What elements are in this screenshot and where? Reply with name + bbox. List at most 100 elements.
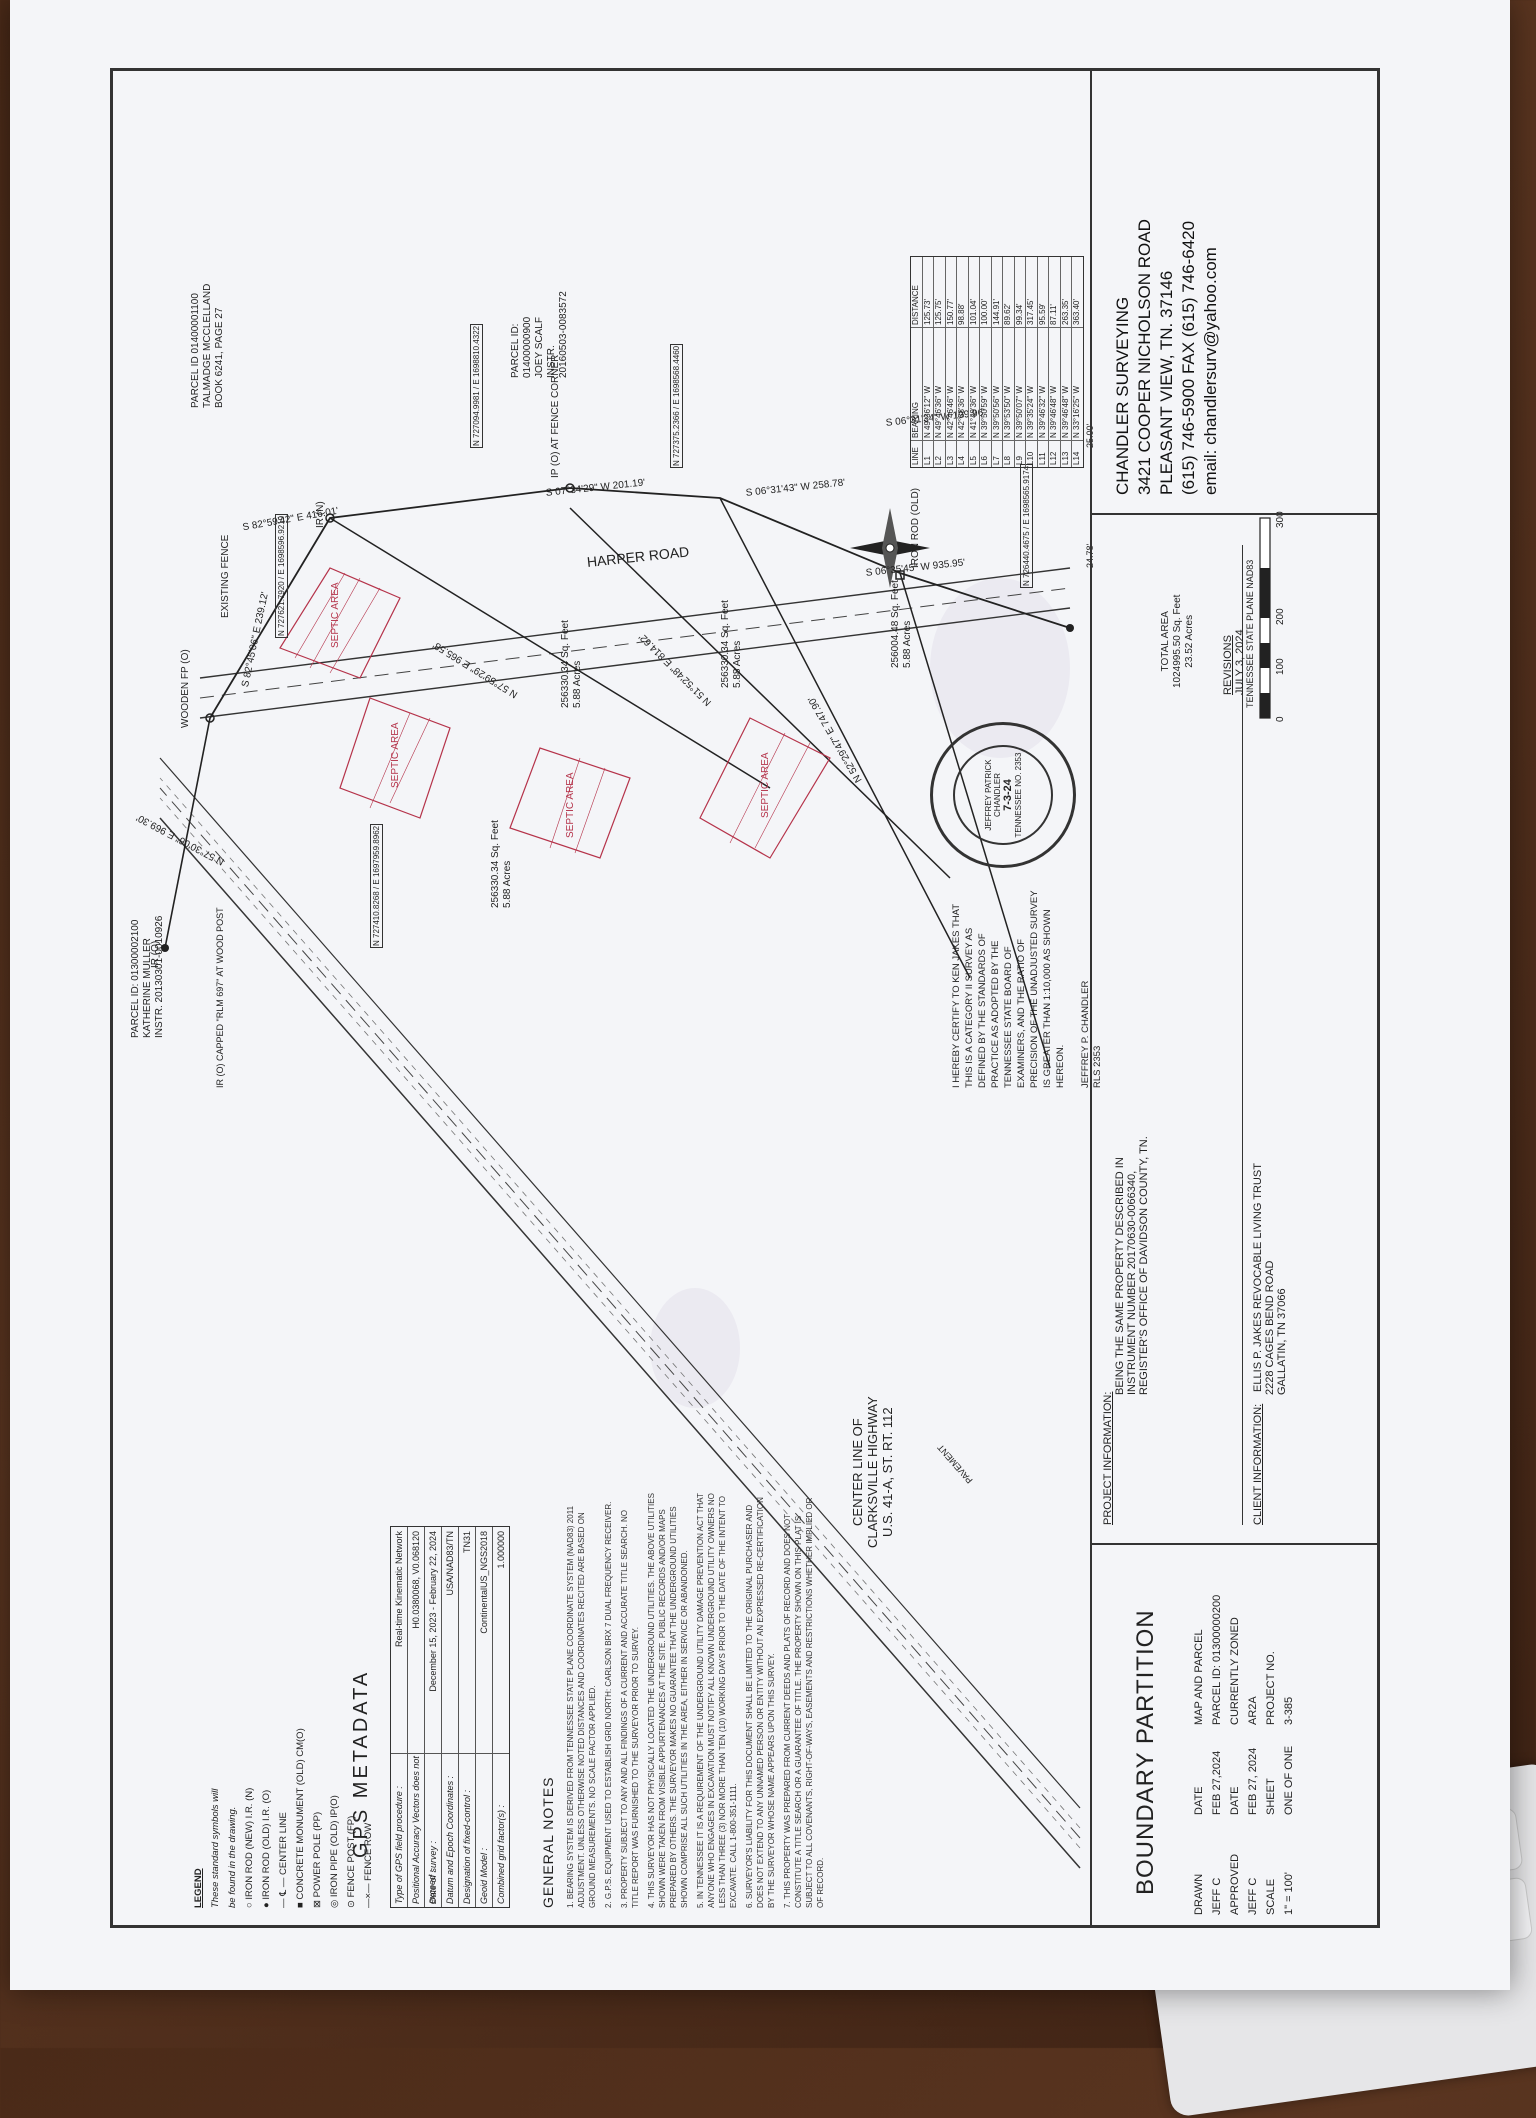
parcel-north-label: PARCEL ID: 01300002100 KATHERINE MULLER … <box>130 915 165 1038</box>
date-value: FEB 27, 2024 <box>1247 1747 1259 1815</box>
septic-area-1 <box>279 567 401 679</box>
scale-value: 1" = 100' <box>1283 1871 1295 1915</box>
company-info: CHANDLER SURVEYING 3421 COOPER NICHOLSON… <box>1112 75 1222 495</box>
septic-area-4 <box>699 717 831 859</box>
coordinate-box: N 727410.8268 / E 1697959.8962 <box>370 823 383 948</box>
project-no: 3-385 <box>1283 1696 1295 1725</box>
approved-label: APPROVED <box>1229 1853 1241 1915</box>
client-info: CLIENT INFORMATION: ELLIS P. JAKES REVOC… <box>1252 925 1288 1525</box>
fence-row-icon: —×— <box>363 1880 374 1908</box>
highway-label: CENTER LINE OF CLARKSVILLE HIGHWAY U.S. … <box>850 1396 895 1548</box>
highway-row-line <box>159 757 1081 1809</box>
project-no-label: PROJECT NO. <box>1265 1651 1277 1725</box>
highway-center-line <box>159 787 1081 1839</box>
legend-item: ⊠ POWER POLE (PP) <box>312 1811 323 1908</box>
revisions-date: JULY 3, 2024 <box>1234 629 1246 695</box>
coordinate-box: N 726440.4675 / E 1698565.9174 <box>1020 463 1033 588</box>
seal-center: JEFFREY PATRICK CHANDLER 7-3-24 TENNESSE… <box>953 745 1053 845</box>
iron-rod-marker <box>205 713 215 723</box>
iron-rod-marker <box>325 513 335 523</box>
note-3: 3. PROPERTY SUBJECT TO ANY AND ALL FINDI… <box>620 1509 640 1908</box>
legend: LEGEND These standard symbols will be fo… <box>190 1728 377 1908</box>
gps-row: Combined grid factor(s) :1.000000 <box>493 1527 509 1907</box>
scale-label: SCALE <box>1265 1878 1277 1915</box>
iron-rod-old-label: IRON ROD (OLD) <box>910 488 921 568</box>
sheet-details: DRAWN DATE MAP AND PARCEL JEFF C FEB 27,… <box>1192 1545 1296 1915</box>
iron-rod-marker <box>161 944 169 952</box>
gps-metadata-table: Type of GPS field procedure :Real-time K… <box>390 1526 510 1908</box>
company-email: email: chandlersurv@yahoo.com <box>1201 247 1220 495</box>
client-name: ELLIS P. JAKES REVOCABLE LIVING TRUST <box>1252 1163 1264 1392</box>
gps-row: Date of survey :December 15, 2023 - Febr… <box>425 1527 442 1907</box>
project-text: BEING THE SAME PROPERTY DESCRIBED IN <box>1114 1157 1126 1395</box>
lot-line <box>329 517 771 789</box>
parcel-id: PARCEL ID: 01300000200 <box>1211 1594 1223 1725</box>
lot-line <box>569 507 951 879</box>
drawn-label: DRAWN <box>1193 1873 1205 1915</box>
zoned-value: AR2A <box>1247 1696 1259 1725</box>
project-text: INSTRUMENT NUMBER 20170630-0066340, <box>1126 1170 1138 1395</box>
survey-sheet: LEGEND These standard symbols will be fo… <box>70 28 1420 1968</box>
scale-bar <box>1259 517 1271 719</box>
title-block: CHANDLER SURVEYING 3421 COOPER NICHOLSON… <box>1090 71 1377 1925</box>
harper-road-line <box>199 607 1071 719</box>
date-value: FEB 27,2024 <box>1211 1750 1223 1815</box>
note-1: 1. BEARING SYSTEM IS DERIVED FROM TENNES… <box>566 1505 597 1908</box>
note-5: 5. IN TENNESSEE IT IS A REQUIREMENT OF T… <box>696 1493 738 1908</box>
legend-heading: LEGEND <box>193 1868 204 1908</box>
septic-area-label: SEPTIC AREA <box>390 722 401 788</box>
approved-by: JEFF C <box>1247 1877 1259 1915</box>
septic-area-3 <box>509 747 631 859</box>
fence-post-marker <box>895 570 905 580</box>
legend-item: ◎ IRON PIPE (OLD) IP(O) <box>329 1795 340 1908</box>
boundary-line <box>209 487 1071 719</box>
project-heading: PROJECT INFORMATION: <box>1102 1391 1114 1525</box>
note-7: 7. THIS PROPERTY WAS PREPARED FROM CURRE… <box>783 1497 825 1908</box>
septic-area-label: SEPTIC AREA <box>330 582 341 648</box>
general-notes: 1. BEARING SYSTEM IS DERIVED FROM TENNES… <box>565 1488 831 1908</box>
gps-row: Designation of fixed-control :TN31 <box>459 1527 476 1907</box>
project-text: REGISTER'S OFFICE OF DAVIDSON COUNTY, TN… <box>1138 1136 1150 1395</box>
company-name: CHANDLER SURVEYING <box>1113 296 1132 495</box>
client-address: 2228 CAGES BEND ROAD <box>1264 1260 1276 1396</box>
ip-old-label: IP (O) AT FENCE CORNER <box>550 354 561 478</box>
iron-pipe-icon: ◎ <box>329 1897 340 1908</box>
wooden-fp-label: WOODEN FP (O) <box>180 649 191 728</box>
iron-rod-marker <box>1066 624 1074 632</box>
existing-fence-label: EXISTING FENCE <box>220 534 231 618</box>
parcel-east-label: PARCEL ID: 01400000900 JOEY SCALF INSTR.… <box>510 291 569 378</box>
gps-heading: GPS METADATA <box>350 1669 372 1858</box>
parcel-ne-label: PARCEL ID 01400001100 TALMADGE MCCLELLAN… <box>190 283 225 408</box>
survey-map <box>159 483 1271 1869</box>
pavement-line <box>159 777 1081 1829</box>
lot-line <box>899 572 1051 1069</box>
certification-text: I HEREBY CERTIFY TO KEN JAKES THAT THIS … <box>951 890 1066 1088</box>
drawn-by: JEFF C <box>1211 1877 1223 1915</box>
fence-post-icon: ⊙ <box>346 1897 357 1908</box>
harper-road-line <box>199 567 1071 679</box>
surveyor-seal: JEFFREY PATRICK CHANDLER 7-3-24 TENNESSE… <box>930 722 1076 868</box>
north-arrow <box>850 508 930 588</box>
pavement-line <box>159 797 1081 1849</box>
ir-old-label: IR (O) <box>150 940 161 968</box>
sheet-title: BOUNDARY PARTITION <box>1132 1609 1159 1895</box>
revisions: REVISIONS JULY 3, 2024 <box>1222 629 1246 695</box>
company-city: PLEASANT VIEW, TN. 37146 <box>1157 270 1176 495</box>
zoned-label: CURRENTLY ZONED <box>1229 1617 1241 1725</box>
iron-rod-old-icon: ● <box>261 1899 272 1908</box>
ir-new-label: IR (N) <box>315 501 326 528</box>
